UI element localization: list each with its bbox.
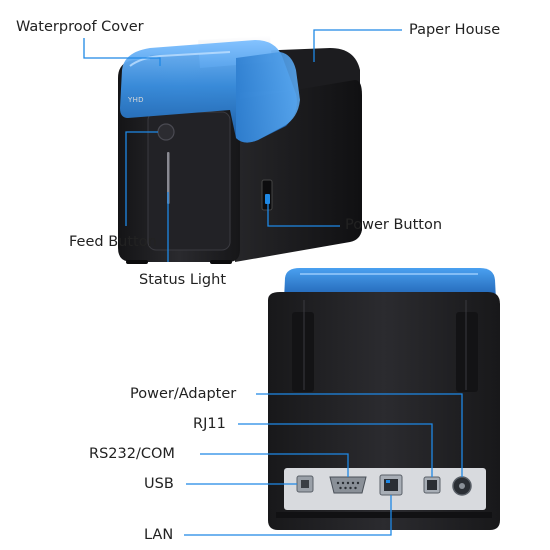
rs232-pins — [336, 481, 360, 490]
label-rs232-com: RS232/COM — [89, 446, 175, 462]
lan-port-led — [386, 480, 390, 483]
callout-line-power-button — [267, 202, 340, 227]
brand-logo-text: YHD — [128, 96, 144, 104]
label-rj11: RJ11 — [193, 416, 226, 432]
usb-port-inner — [301, 480, 309, 488]
label-power-adapter: Power/Adapter — [130, 386, 237, 402]
callout-line-rj11 — [238, 423, 433, 477]
power-button-indicator — [265, 194, 270, 204]
callout-line-paper-house — [313, 29, 402, 62]
label-lan: LAN — [144, 527, 174, 543]
label-paper-house: Paper House — [409, 22, 501, 38]
callout-line-power-adapter — [256, 393, 463, 477]
rs232-port-shape — [329, 476, 367, 494]
label-status-light: Status Light — [139, 272, 226, 288]
status-light-strip — [167, 152, 170, 204]
label-usb: USB — [144, 476, 174, 492]
back-rib-right — [456, 312, 478, 392]
label-waterproof-cover: Waterproof Cover — [16, 19, 144, 35]
back-printer — [268, 268, 500, 530]
back-rib-left — [292, 312, 314, 392]
cover-highlight — [129, 51, 231, 67]
label-power-button: Power Button — [345, 217, 443, 233]
callout-line-feed-button — [125, 131, 158, 226]
rj11-port-inner — [427, 480, 437, 490]
power-adapter-pin — [459, 483, 465, 489]
feed-button-shape — [157, 123, 175, 141]
callout-line-waterproof-cover — [83, 38, 161, 66]
printer-foot-left — [126, 260, 148, 264]
back-bottom-edge — [276, 512, 492, 518]
front-printer — [118, 36, 362, 264]
callout-line-rs232 — [200, 453, 349, 477]
waterproof-cover-side — [236, 52, 300, 143]
callout-lines — [83, 29, 463, 536]
label-feed-button: Feed Button — [69, 234, 157, 250]
callout-line-lan — [184, 495, 392, 536]
printer-foot-right — [210, 260, 232, 264]
